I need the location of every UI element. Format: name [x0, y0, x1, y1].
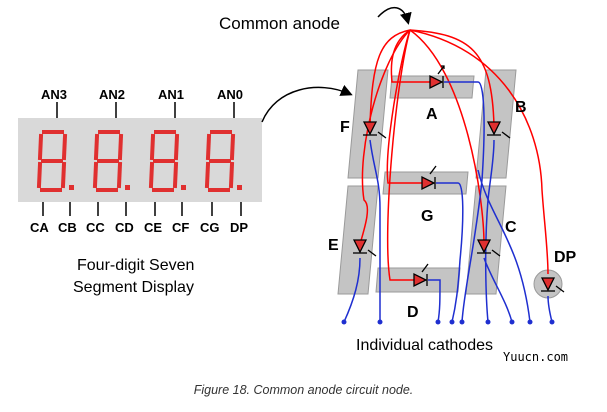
cathode-label-cc: CC: [86, 220, 105, 235]
cathode-wires: [343, 81, 553, 323]
led-d: [413, 263, 429, 288]
led-dp: [540, 277, 565, 293]
led-c: [476, 239, 501, 257]
cathode-label-ce: CE: [144, 220, 162, 235]
segment-label-a: A: [426, 106, 438, 123]
led-f: [362, 121, 387, 139]
cathode-terminals: [341, 319, 555, 325]
individual-cathodes-label: Individual cathodes: [356, 337, 493, 354]
common-anode-label: Common anode: [219, 14, 340, 33]
cathode-label-cd: CD: [115, 220, 134, 235]
cathode-label-cb: CB: [58, 220, 77, 235]
anode-labels: AN3 AN2 AN1 AN0: [41, 87, 243, 118]
common-anode-arrow: [377, 7, 412, 25]
led-g: [421, 165, 437, 191]
segment-label-dp: DP: [554, 249, 577, 266]
led-e: [352, 239, 377, 257]
four-digit-display: [18, 118, 262, 202]
led-symbols: [352, 65, 565, 293]
led-b: [486, 121, 511, 139]
segment-label-c: C: [505, 219, 517, 236]
segment-label-b: B: [515, 99, 527, 116]
display-caption-line2: Segment Display: [73, 279, 194, 296]
anode-wires: [359, 29, 549, 281]
anode-label-an2: AN2: [99, 87, 125, 102]
watermark: Yuucn.com: [503, 350, 568, 364]
anode-label-an0: AN0: [217, 87, 243, 102]
cathode-label-dp: DP: [230, 220, 248, 235]
cathode-label-cf: CF: [172, 220, 189, 235]
expand-arrow: [261, 84, 353, 123]
cathode-label-ca: CA: [30, 220, 49, 235]
led-a: [429, 65, 445, 90]
anode-label-an3: AN3: [41, 87, 67, 102]
display-caption-line1: Four-digit Seven: [77, 257, 194, 274]
segment-label-d: D: [407, 304, 419, 321]
cathode-labels: CA CB CC CD CE CF CG DP: [30, 202, 248, 235]
segment-labels: A B F G C E D DP: [328, 99, 577, 321]
segment-label-g: G: [421, 208, 433, 225]
anode-label-an1: AN1: [158, 87, 184, 102]
figure-caption: Figure 18. Common anode circuit node.: [193, 383, 414, 397]
cathode-label-cg: CG: [200, 220, 220, 235]
segment-label-f: F: [340, 119, 350, 136]
segment-label-e: E: [328, 237, 339, 254]
